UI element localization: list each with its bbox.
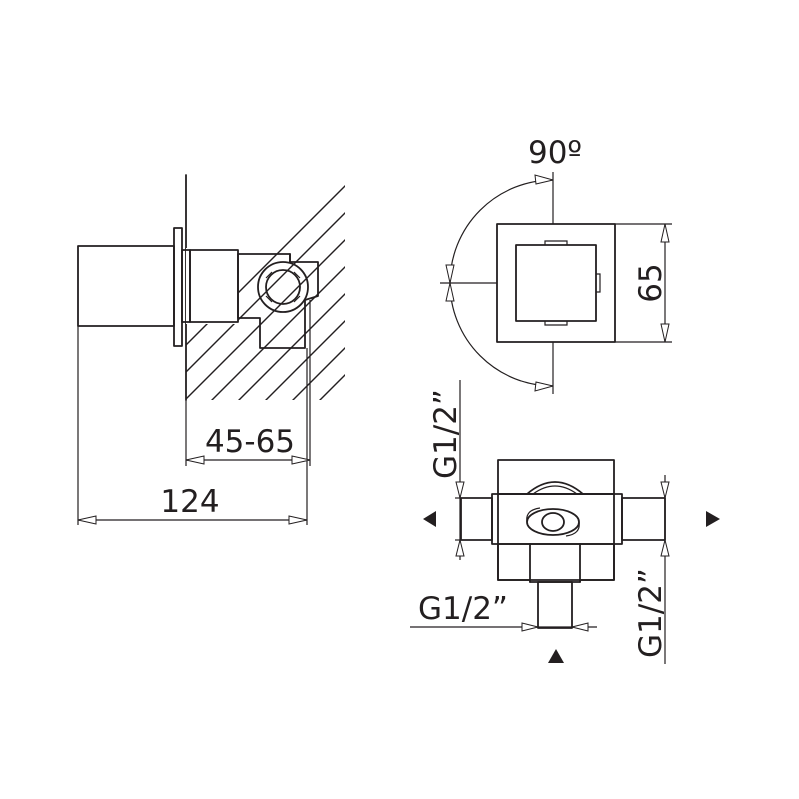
- port-left: [460, 497, 493, 541]
- hatch-line: [477, 175, 707, 405]
- valve-body-mask: [186, 248, 238, 324]
- cartridge-dome: [526, 481, 584, 495]
- hatch-line: [369, 175, 599, 405]
- dimension-label-inlet-right: G1/2”: [633, 568, 669, 658]
- flow-arrow-left: [423, 511, 436, 527]
- dimension-label-depth: 45-65: [205, 424, 295, 460]
- hatch-line: [168, 175, 345, 400]
- handle: [77, 245, 175, 327]
- port-ring-outer: [257, 261, 309, 313]
- rotation-angle-label: 90º: [528, 135, 582, 171]
- hatch-line: [179, 175, 345, 400]
- flow-arrow-up: [548, 649, 564, 663]
- dimension-label-length: 124: [160, 484, 219, 520]
- dimension-label-width: 65: [633, 263, 669, 302]
- cross-body: [497, 493, 615, 583]
- hatch-line: [396, 175, 626, 405]
- port-bottom: [537, 581, 573, 629]
- side-view: 45-65 124: [77, 174, 707, 525]
- hatch-line: [314, 175, 345, 400]
- cover-plate: [173, 227, 183, 347]
- front-handle: [515, 244, 597, 322]
- central-knob-inner: [541, 512, 565, 532]
- hatch-line: [233, 175, 345, 400]
- hatch-line: [206, 175, 345, 400]
- bottom-view: G1/2” G1/2” G1/2”: [410, 380, 720, 664]
- hatch-line: [341, 175, 345, 400]
- hatch-line: [287, 175, 345, 400]
- hatch-line: [423, 175, 653, 405]
- port-right: [621, 497, 666, 541]
- front-view: 90º 65: [440, 135, 672, 394]
- front-plate: [496, 223, 616, 343]
- wall-hatching: [168, 175, 707, 405]
- flow-arrow-right: [706, 511, 720, 527]
- hatch-line: [168, 175, 345, 400]
- port-ring-inner: [265, 269, 301, 305]
- dimension-label-outlet: G1/2”: [418, 591, 508, 627]
- hatch-line: [260, 175, 345, 400]
- body-top: [497, 459, 615, 495]
- dimension-label-inlet-left: G1/2”: [428, 389, 464, 479]
